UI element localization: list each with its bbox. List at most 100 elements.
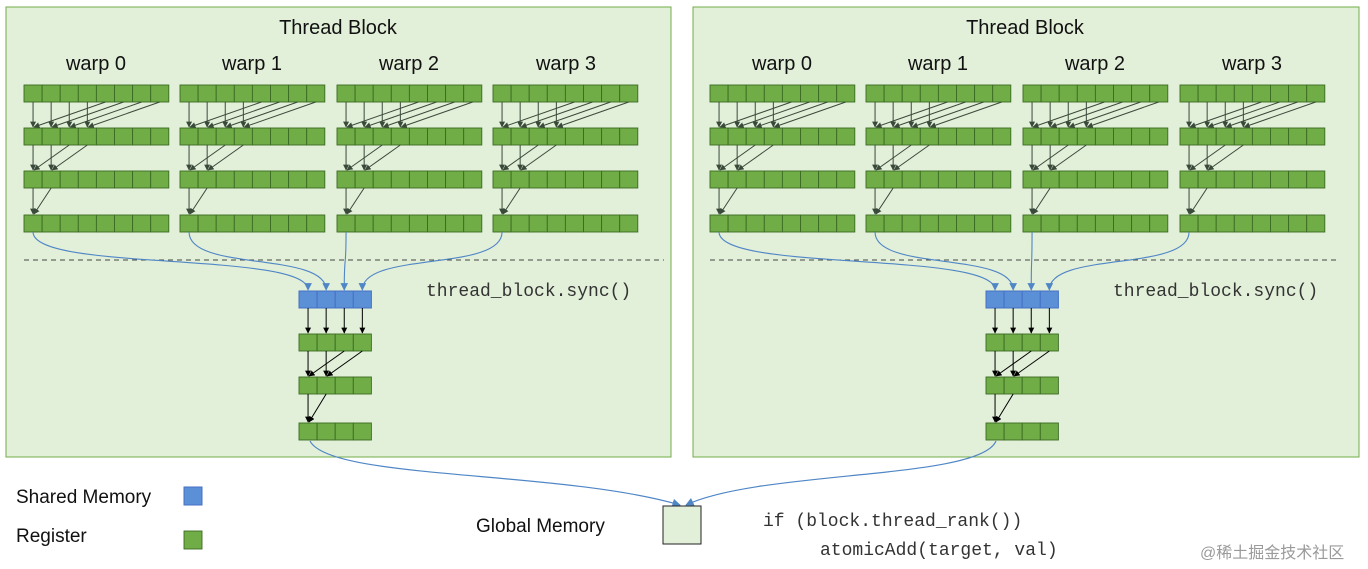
block-1-warp-1-row-0-cell-4: [937, 84, 957, 103]
block-1-warp-3-row-3-cell-5: [1270, 214, 1290, 233]
block-0-warp-1-row-0-cell-3: [233, 84, 253, 103]
block-1-to-global-arrow: [685, 440, 997, 506]
block-0-reduction-cells: [23, 84, 639, 441]
block-0-warp-0-row-1-cell-5: [114, 127, 134, 146]
block-0-warp-1-to-shared-arrow: [188, 231, 330, 291]
block-1-warp-0-row-3-cell-0: [709, 214, 729, 233]
block-0-warp-1-row-1-cell-4: [251, 127, 271, 146]
block-1-warp-2-l0-diag-3: [1086, 101, 1159, 129]
block-0-warp-2-row-0-cell-4: [408, 84, 428, 103]
block-1-final-row-2-cell-3: [1039, 422, 1059, 441]
block-1-warp-1-l0-diag-3: [929, 101, 1002, 129]
thread-block-0: Thread Block warp 0 warp 1 warp 2 warp 3…: [5, 6, 672, 458]
block-0-warp-0-row-3-cell-2: [59, 214, 79, 233]
block-0-warp-3-l1-diag-1: [520, 144, 557, 171]
block-0-warp-0-row-0-cell-1: [41, 84, 61, 103]
block-0-final-l0-diag-1: [326, 350, 363, 377]
block-0-warp-0-row-3-cell-1: [41, 214, 61, 233]
block-0-warp-3-row-0-cell-6: [601, 84, 621, 103]
block-0-warp-2-row-2-cell-2: [372, 170, 392, 189]
block-1-final-row-0-cell-0: [985, 333, 1005, 352]
block-0-warp-0-row-1-cell-4: [95, 127, 115, 146]
block-0-warp-0-l0-diag-1: [51, 101, 124, 129]
legend-register-label: Register: [16, 526, 87, 547]
block-1-warp-3-row-0-cell-2: [1215, 84, 1235, 103]
block-0-warp-2-row-2-cell-6: [445, 170, 465, 189]
block-1-warp-0-row-1-cell-5: [800, 127, 820, 146]
block-1-warp-1-row-1-cell-3: [919, 127, 939, 146]
block-0-warp-2-row-1-cell-1: [354, 127, 374, 146]
block-1-warp-0-row-1-cell-7: [836, 127, 856, 146]
block-1-warp-1-row-3-cell-7: [992, 214, 1012, 233]
block-0-to-global-arrow: [309, 440, 681, 507]
block-1-warp-0-row-2-cell-6: [818, 170, 838, 189]
block-1-warp-0-row-1-cell-6: [818, 127, 838, 146]
block-0-warp-3-row-3-cell-0: [492, 214, 512, 233]
block-1-warp-1-row-2-cell-7: [992, 170, 1012, 189]
block-1-warp-2-l1-diag-1: [1050, 144, 1087, 171]
block-1-warp-0-l2-diag-0: [719, 187, 738, 215]
code-line-1: if (block.thread_rank()): [763, 512, 1022, 532]
block-0-warp-3-label: warp 3: [535, 53, 596, 75]
block-1-warp-2-row-0-cell-1: [1040, 84, 1060, 103]
block-1-warp-1-row-1-cell-2: [901, 127, 921, 146]
block-0-final-row-0-cell-1: [316, 333, 336, 352]
block-1-warp-2-row-0-cell-2: [1058, 84, 1078, 103]
block-1-warp-2-row-0-cell-7: [1149, 84, 1169, 103]
block-1-shared-memory-cell-3: [1039, 290, 1059, 309]
block-0-warp-1-row-0-cell-0: [179, 84, 199, 103]
block-0-warp-0-l0-diag-3: [87, 101, 160, 129]
block-0-warp-3-row-1-cell-4: [564, 127, 584, 146]
block-1-warp-3-row-1-cell-3: [1233, 127, 1253, 146]
block-1-warp-1-row-3-cell-0: [865, 214, 885, 233]
block-0-warp-2-row-0-cell-5: [427, 84, 447, 103]
block-0-warp-3-row-3-cell-5: [583, 214, 603, 233]
block-0-warp-0-l0-diag-2: [69, 101, 142, 129]
block-1-warp-3-label: warp 3: [1221, 53, 1282, 75]
block-0-warp-2-label: warp 2: [378, 53, 439, 75]
block-1-warp-1-row-1-cell-7: [992, 127, 1012, 146]
block-0-warp-0-row-1-cell-6: [132, 127, 152, 146]
block-0-shared-memory-cell-0: [298, 290, 318, 309]
block-1-warp-1-row-0-cell-1: [883, 84, 903, 103]
block-0-warp-2-row-1-cell-6: [445, 127, 465, 146]
block-1-warp-2-l0-diag-2: [1068, 101, 1141, 129]
block-0-warp-3-row-3-cell-3: [546, 214, 566, 233]
block-0-warp-1-row-1-cell-1: [197, 127, 217, 146]
block-1-warp-3-row-1-cell-2: [1215, 127, 1235, 146]
block-0-warp-1-row-1-cell-2: [215, 127, 235, 146]
block-1-final-row-0-cell-3: [1039, 333, 1059, 352]
block-1-warp-1-row-0-cell-0: [865, 84, 885, 103]
block-0-warp-3-row-2-cell-3: [546, 170, 566, 189]
global-memory-label: Global Memory: [476, 516, 605, 537]
block-0-warp-2-row-2-cell-1: [354, 170, 374, 189]
block-1-warp-2-row-1-cell-2: [1058, 127, 1078, 146]
block-1-warp-3-row-2-cell-7: [1306, 170, 1326, 189]
block-0-warp-3-row-1-cell-2: [528, 127, 548, 146]
block-1-warp-2-row-3-cell-7: [1149, 214, 1169, 233]
watermark: @稀土掘金技术社区: [1200, 544, 1344, 562]
block-0-warp-0-row-1-cell-2: [59, 127, 79, 146]
block-1-warp-2-row-2-cell-1: [1040, 170, 1060, 189]
block-0-warp-3-row-0-cell-7: [619, 84, 639, 103]
block-0-warp-2-row-0-cell-1: [354, 84, 374, 103]
block-1-warp-0-row-1-cell-4: [781, 127, 801, 146]
block-1-warp-3-row-0-cell-1: [1197, 84, 1217, 103]
block-0-warp-1-l1-diag-1: [207, 144, 244, 171]
block-1-warp-3-row-2-cell-1: [1197, 170, 1217, 189]
block-1-warp-3-l0-diag-3: [1243, 101, 1316, 129]
block-0-warp-1-row-2-cell-0: [179, 170, 199, 189]
block-0-warp-1-row-3-cell-4: [251, 214, 271, 233]
block-0-warp-1-row-0-cell-4: [251, 84, 271, 103]
block-1-warp-0-row-3-cell-4: [781, 214, 801, 233]
block-0-warp-1-l0-diag-2: [225, 101, 298, 129]
block-1-warp-2-row-1-cell-7: [1149, 127, 1169, 146]
block-1-warp-3-l2-diag-0: [1189, 187, 1208, 215]
block-1-warp-0-label: warp 0: [751, 53, 812, 75]
block-1-warp-3-l0-diag-2: [1225, 101, 1298, 129]
block-1-warp-1-row-2-cell-2: [901, 170, 921, 189]
block-0-shared-memory-cell-1: [316, 290, 336, 309]
block-0-warp-1-row-3-cell-3: [233, 214, 253, 233]
block-1-sync-label: thread_block.sync(): [1113, 282, 1318, 302]
block-1-warp-2-row-3-cell-3: [1076, 214, 1096, 233]
